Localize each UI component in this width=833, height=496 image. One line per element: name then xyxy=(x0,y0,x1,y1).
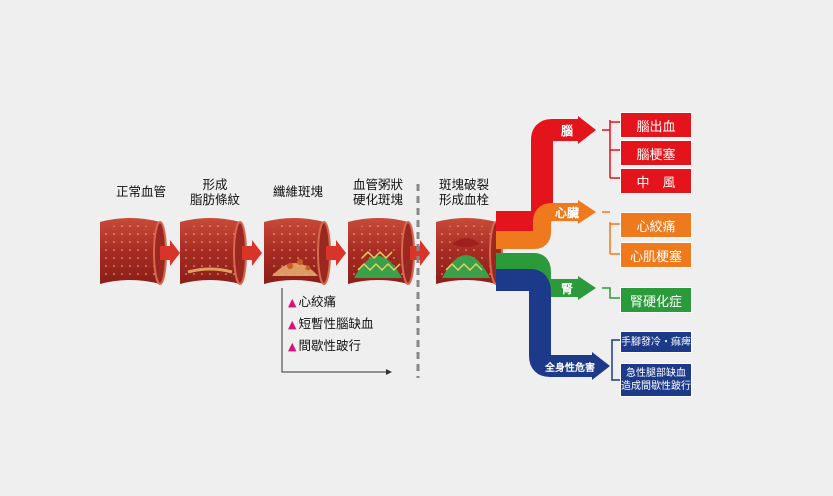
outcome-cold-numb-limbs: 手腳發冷・痲痺 xyxy=(620,331,692,353)
organ-label-brain: 腦 xyxy=(560,124,573,138)
triangle-icon: ▲ xyxy=(288,340,297,353)
symptom-bracket xyxy=(281,288,386,373)
stage-label-normal: 正常血管 xyxy=(115,184,166,199)
vessel-normal xyxy=(100,218,167,285)
bracket-body xyxy=(611,339,620,381)
stage-label-fibrous-plaque: 纖維斑塊 xyxy=(272,184,323,199)
bracket-brain xyxy=(602,120,620,179)
symptom-bracket-arrowhead xyxy=(386,369,392,375)
vessel-fatty-streak xyxy=(180,218,247,285)
outcome-angina: 心絞痛 xyxy=(620,212,692,238)
outcome-myocardial-infarction: 心肌梗塞 xyxy=(620,242,692,268)
branch-orange xyxy=(496,203,580,249)
vessel-fibrous-plaque xyxy=(264,218,331,285)
outcome-nephrosclerosis: 腎硬化症 xyxy=(620,287,692,313)
bracket-heart xyxy=(602,211,620,255)
arrow-2 xyxy=(242,240,262,266)
vessel-atheroma xyxy=(348,218,415,285)
branch-blue xyxy=(496,269,594,377)
bracket-kidney xyxy=(602,287,620,299)
arrow-1 xyxy=(160,240,180,266)
stage-label-fatty-streak: 形成 脂肪條紋 xyxy=(189,177,240,207)
organ-label-kidney: 腎 xyxy=(560,282,573,296)
symptom-item: ▲心絞痛 xyxy=(288,294,336,309)
vessel-thrombus xyxy=(436,218,503,285)
stage-label-rupture-thrombus: 斑塊破裂 形成血栓 xyxy=(438,177,489,207)
symptom-item: ▲短暫性腦缺血 xyxy=(288,316,374,331)
organ-label-body: 全身性危害 xyxy=(545,363,595,374)
outcome-stroke: 中 風 xyxy=(620,168,692,194)
arrow-4 xyxy=(410,240,430,266)
arrow-3 xyxy=(326,240,346,266)
symptom-item: ▲間歇性跛行 xyxy=(288,338,361,353)
stage-label-atheroma: 血管粥狀 硬化斑塊 xyxy=(352,177,403,207)
outcome-acute-limb-ischemia: 急性腿部缺血 造成間歇性跛行 xyxy=(620,363,692,397)
triangle-icon: ▲ xyxy=(288,296,297,309)
triangle-icon: ▲ xyxy=(288,318,297,331)
outcome-brain-hemorrhage: 腦出血 xyxy=(620,112,692,138)
symptom-list: ▲心絞痛 ▲短暫性腦缺血 ▲間歇性跛行 xyxy=(288,291,398,357)
organ-label-heart: 心臟 xyxy=(554,206,579,220)
outcome-cerebral-infarction: 腦梗塞 xyxy=(620,140,692,166)
